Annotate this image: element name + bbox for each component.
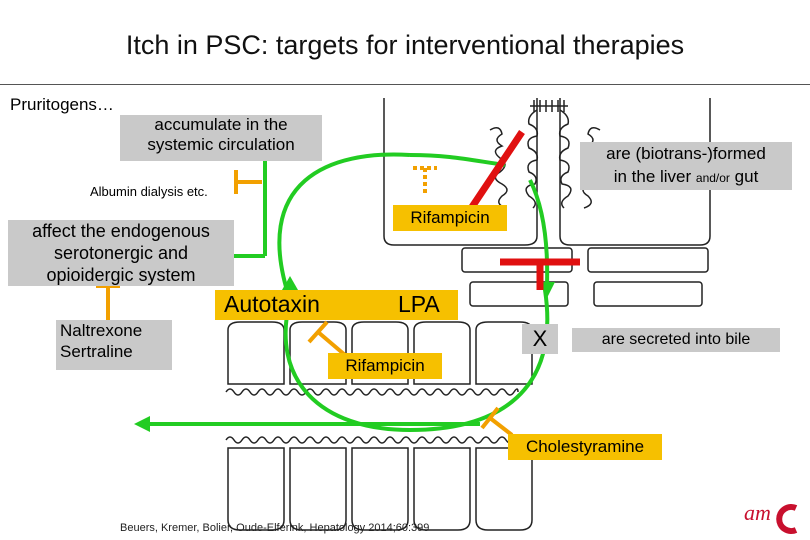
accumulate-line-2: systemic circulation bbox=[147, 135, 295, 154]
lpa-label: LPA bbox=[398, 291, 440, 317]
bile-duct-cell-2 bbox=[587, 247, 709, 273]
cholestyramine-inhibitor-bar bbox=[480, 406, 500, 430]
affect-line-1: affect the endogenous bbox=[32, 221, 210, 241]
sertraline-text: Sertraline bbox=[60, 342, 133, 361]
affect-line-3: opioidergic system bbox=[46, 265, 196, 285]
secreted-into-bile-label: are secreted into bile bbox=[572, 328, 780, 352]
arrowhead-to-intestine bbox=[134, 416, 150, 432]
accumulate-label: accumulate in the systemic circulation bbox=[120, 115, 322, 161]
arrowhead-to-circulation bbox=[282, 276, 298, 290]
biotransformed-liver: in the liver bbox=[613, 167, 692, 186]
enterohepatic-cycle bbox=[150, 152, 550, 433]
naltrexone-sertraline-label: Naltrexone Sertraline bbox=[56, 320, 172, 370]
rifampicin-bottom-label: Rifampicin bbox=[328, 353, 442, 379]
affect-label: affect the endogenous serotonergic and o… bbox=[8, 220, 234, 286]
affect-line-2: serotonergic and bbox=[53, 243, 189, 263]
blocked-transport bbox=[467, 130, 580, 290]
logo-text: am bbox=[744, 500, 771, 525]
inhibitor-symbols bbox=[96, 166, 514, 437]
bile-duct-cell-4 bbox=[593, 281, 703, 307]
blocked-x-mark: X bbox=[522, 324, 558, 354]
slide-title: Itch in PSC: targets for interventional … bbox=[125, 30, 685, 60]
logo-mark-icon bbox=[776, 504, 798, 534]
cholestyramine-inhibitor-stem bbox=[488, 416, 514, 437]
autotaxin-label: Autotaxin bbox=[224, 291, 320, 317]
biotransformed-gut: gut bbox=[734, 167, 759, 186]
title-divider bbox=[0, 84, 810, 85]
blocked-canalicular-export bbox=[467, 130, 525, 212]
citation-reference: Beuers, Kremer, Bolier, Oude-Elferink, H… bbox=[120, 522, 430, 534]
biotransformed-line-1: are (biotrans-)formed bbox=[606, 144, 766, 163]
rifampicin-top-label: Rifampicin bbox=[393, 205, 507, 231]
bile-duct-cell-3 bbox=[469, 281, 569, 307]
biotransformed-label: are (biotrans-)formed in the liver and/o… bbox=[580, 142, 792, 190]
accumulate-line-1: accumulate in the bbox=[154, 115, 288, 134]
biotransformed-line-2: in the liver and/or gut bbox=[580, 165, 792, 190]
naltrexone-text: Naltrexone bbox=[60, 321, 143, 340]
autotaxin-lpa-box bbox=[215, 290, 458, 320]
biotransformed-andor: and/or bbox=[695, 171, 730, 185]
enterocyte-row-1 bbox=[225, 321, 533, 396]
albumin-dialysis-label: Albumin dialysis etc. bbox=[90, 184, 208, 199]
rifampicin-bottom-inhibitor-bar bbox=[307, 320, 329, 344]
pruritogens-heading: Pruritogens… bbox=[10, 95, 114, 114]
enterocyte-row-2 bbox=[225, 436, 533, 531]
hepatocyte-left bbox=[383, 98, 538, 246]
hepatocyte-cells bbox=[383, 98, 711, 307]
cholestyramine-label: Cholestyramine bbox=[508, 434, 662, 460]
amc-logo: am bbox=[744, 500, 804, 536]
hepatocyte-right bbox=[559, 98, 711, 246]
rifampicin-bottom-inhibitor-stem bbox=[316, 330, 347, 357]
